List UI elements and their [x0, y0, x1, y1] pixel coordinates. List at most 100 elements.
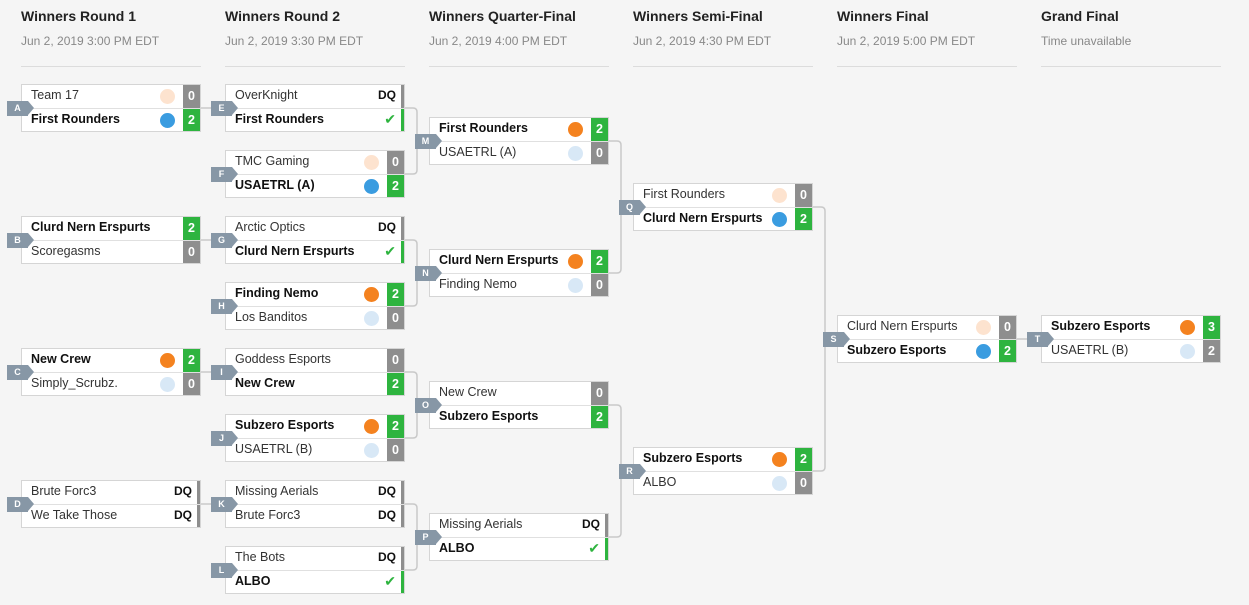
- dq-label: DQ: [378, 220, 396, 234]
- result-bar: [197, 505, 200, 527]
- team-row[interactable]: USAETRL (B)2: [1042, 340, 1220, 362]
- team-name: ALBO: [235, 574, 271, 588]
- round-date: Jun 2, 2019 3:30 PM EDT: [225, 34, 364, 48]
- team-name: Arctic Optics: [235, 220, 306, 234]
- team-row[interactable]: Simply_Scrubz.0: [22, 373, 200, 395]
- team-score: 2: [591, 250, 608, 273]
- team-row[interactable]: Clurd Nern Erspurts✔: [226, 241, 404, 263]
- team-name: USAETRL (B): [235, 442, 313, 456]
- team-color-dot: [364, 287, 379, 302]
- dq-label: DQ: [378, 550, 396, 564]
- team-row[interactable]: Clurd Nern Erspurts 2: [430, 250, 608, 274]
- round-title: Winners Round 2: [225, 8, 340, 24]
- team-score: 0: [795, 184, 812, 207]
- team-row[interactable]: First Rounders✔: [226, 109, 404, 131]
- team-name: Missing Aerials: [439, 517, 523, 531]
- team-score: 2: [999, 340, 1016, 362]
- match-id-tag: J: [211, 431, 238, 446]
- team-name: The Bots: [235, 550, 286, 564]
- team-score: 0: [387, 439, 404, 461]
- team-name: Clurd Nern Erspurts: [439, 253, 559, 267]
- team-row[interactable]: Arctic Optics DQ: [226, 217, 404, 241]
- team-score: 0: [795, 472, 812, 494]
- result-bar: [401, 217, 404, 240]
- team-score: 2: [387, 175, 404, 197]
- team-score: 2: [795, 208, 812, 230]
- match-id-tag: T: [1027, 332, 1054, 347]
- team-color-dot: [1180, 320, 1195, 335]
- checkmark-icon: ✔: [384, 111, 396, 127]
- team-name: Clurd Nern Erspurts: [31, 220, 151, 234]
- match-id-tag: N: [415, 266, 442, 281]
- team-color-dot: [160, 113, 175, 128]
- team-color-dot: [772, 212, 787, 227]
- team-score: 0: [183, 241, 200, 263]
- match-id-tag: P: [415, 530, 442, 545]
- team-name: New Crew: [235, 376, 295, 390]
- dq-label: DQ: [378, 484, 396, 498]
- team-row[interactable]: USAETRL (B) 0: [226, 439, 404, 461]
- round-divider: [21, 66, 201, 67]
- match-card[interactable]: The Bots DQ ALBO✔: [225, 546, 405, 594]
- team-row[interactable]: ALBO✔: [226, 571, 404, 593]
- team-score: 0: [183, 373, 200, 395]
- match-id-tag: Q: [619, 200, 646, 215]
- match-id-tag: O: [415, 398, 442, 413]
- match-card[interactable]: Arctic Optics DQ Clurd Nern Erspurts✔: [225, 216, 405, 264]
- match-id-tag: A: [7, 101, 34, 116]
- team-row[interactable]: ALBO✔: [430, 538, 608, 560]
- team-row[interactable]: USAETRL (A)2: [226, 175, 404, 197]
- team-row[interactable]: USAETRL (A)0: [430, 142, 608, 164]
- team-color-dot: [568, 278, 583, 293]
- team-row[interactable]: The Bots DQ: [226, 547, 404, 571]
- match-id-tag: E: [211, 101, 238, 116]
- team-score: 2: [183, 109, 200, 131]
